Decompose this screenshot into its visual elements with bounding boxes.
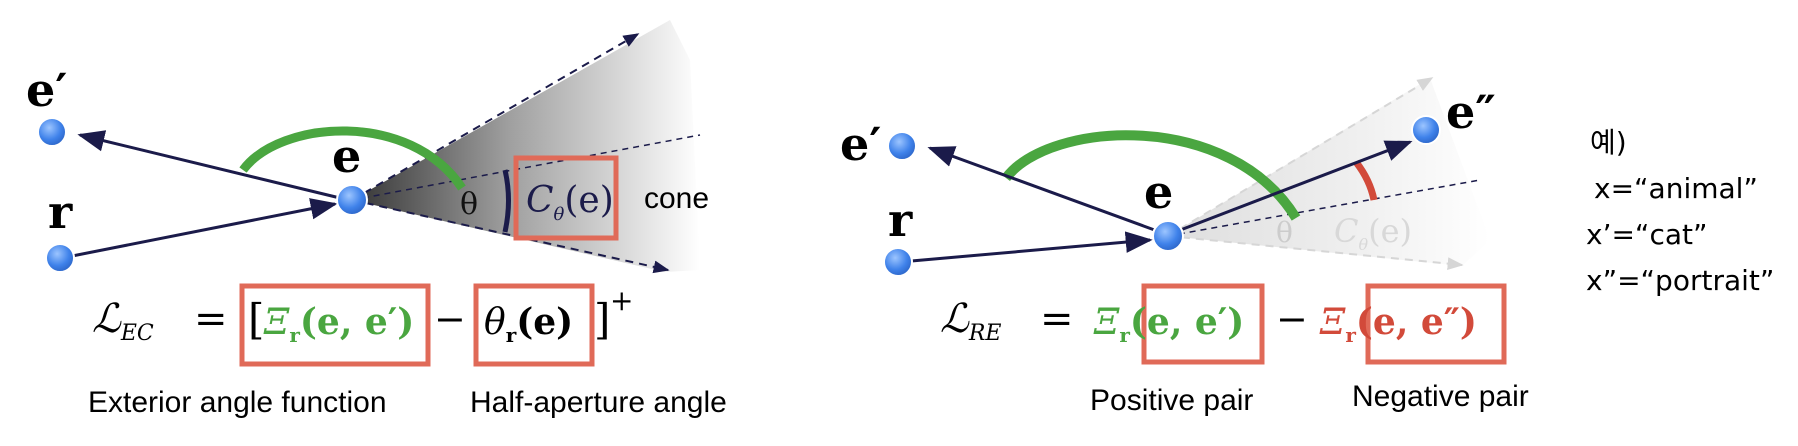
left-cone-region [352,20,700,272]
left-cone-symbol-box [513,155,619,241]
left-label-e-prime: e′ [26,63,67,117]
left-exterior-angle-arc [239,126,466,191]
example-line-1: x=“animal” [1594,172,1758,205]
left-node-e [336,184,368,216]
left-term1-box [239,283,431,367]
right-caption-negative: Negative pair [1352,380,1529,413]
left-cone-lower-edge [351,199,670,274]
left-cone-symbol: Cθ(e) [526,180,614,225]
left-formula-lhs: ℒEC [92,296,154,346]
right-caption-positive: Positive pair [1090,384,1253,417]
right-arrow-e-to-edoubleprime [1169,140,1413,236]
right-label-theta: θ [1276,216,1293,249]
left-formula-term1: Ξr(e, e′) [263,301,414,347]
right-cone-axis [1167,179,1481,237]
right-cone-upper-edge [1167,77,1434,237]
left-node-r [45,243,75,273]
right-negative-box [1365,283,1507,365]
right-arrow-r-to-e [899,231,1153,264]
right-negative-angle-arc [1353,159,1378,201]
left-formula-bracket-open: [ [248,295,264,344]
left-formula-eq: = [194,296,228,342]
left-label-e: e [332,129,361,183]
left-arrow-e-to-eprime [77,130,341,200]
left-cone-axis [351,134,701,201]
left-caption-half-aperture: Half-aperture angle [470,386,727,419]
right-node-r [883,247,913,277]
left-label-r: r [48,185,73,239]
right-label-e: e [1144,165,1173,219]
right-formula-eq: = [1040,296,1074,342]
example-block: 예) x=“animal” x’=“cat” x”=“portrait” [1586,126,1774,297]
right-node-e [1152,220,1184,252]
right-cone-symbol: Cθ(e) [1334,212,1412,254]
left-caption-exterior-angle: Exterior angle function [88,386,387,419]
right-exterior-angle-arc [1002,130,1301,221]
left-formula-bracket-close: ] [594,295,610,344]
example-heading: 예) [1590,126,1627,159]
example-line-2: x’=“cat” [1586,218,1707,251]
right-formula-minus: − [1276,297,1308,341]
right-formula-lhs: ℒRE [940,296,1001,346]
right-node-e-double-prime [1411,115,1441,145]
right-label-e-double-prime: e″ [1446,85,1496,139]
left-label-theta: θ [460,187,478,222]
right-cone-lower-edge [1167,235,1464,270]
left-arrow-r-to-e [61,198,338,260]
right-node-e-prime [887,131,917,161]
right-formula-negative: Ξr(e, e″) [1319,301,1477,347]
left-formula-minus: − [434,297,466,341]
right-label-e-prime: e′ [840,117,881,171]
right-diagram: e′ r e e″ θ Cθ(e) ℒRE = Ξr(e, e′) − Ξr(e… [840,77,1529,417]
left-node-e-prime [37,117,67,147]
example-line-3: x”=“portrait” [1586,264,1774,297]
right-label-r: r [888,193,913,247]
left-diagram: e′ r e θ Cθ(e) cone ℒEC = [ Ξr(e, e′) − … [26,20,727,419]
left-cone-word: cone [644,182,709,215]
right-positive-box [1141,283,1265,365]
left-formula-sup: + [610,284,633,317]
left-formula-term2: θr(e) [484,301,573,347]
left-term2-box [473,283,595,367]
left-aperture-arc [502,169,511,233]
right-arrow-e-to-eprime [927,146,1161,234]
right-formula-positive: Ξr(e, e′) [1093,301,1244,347]
